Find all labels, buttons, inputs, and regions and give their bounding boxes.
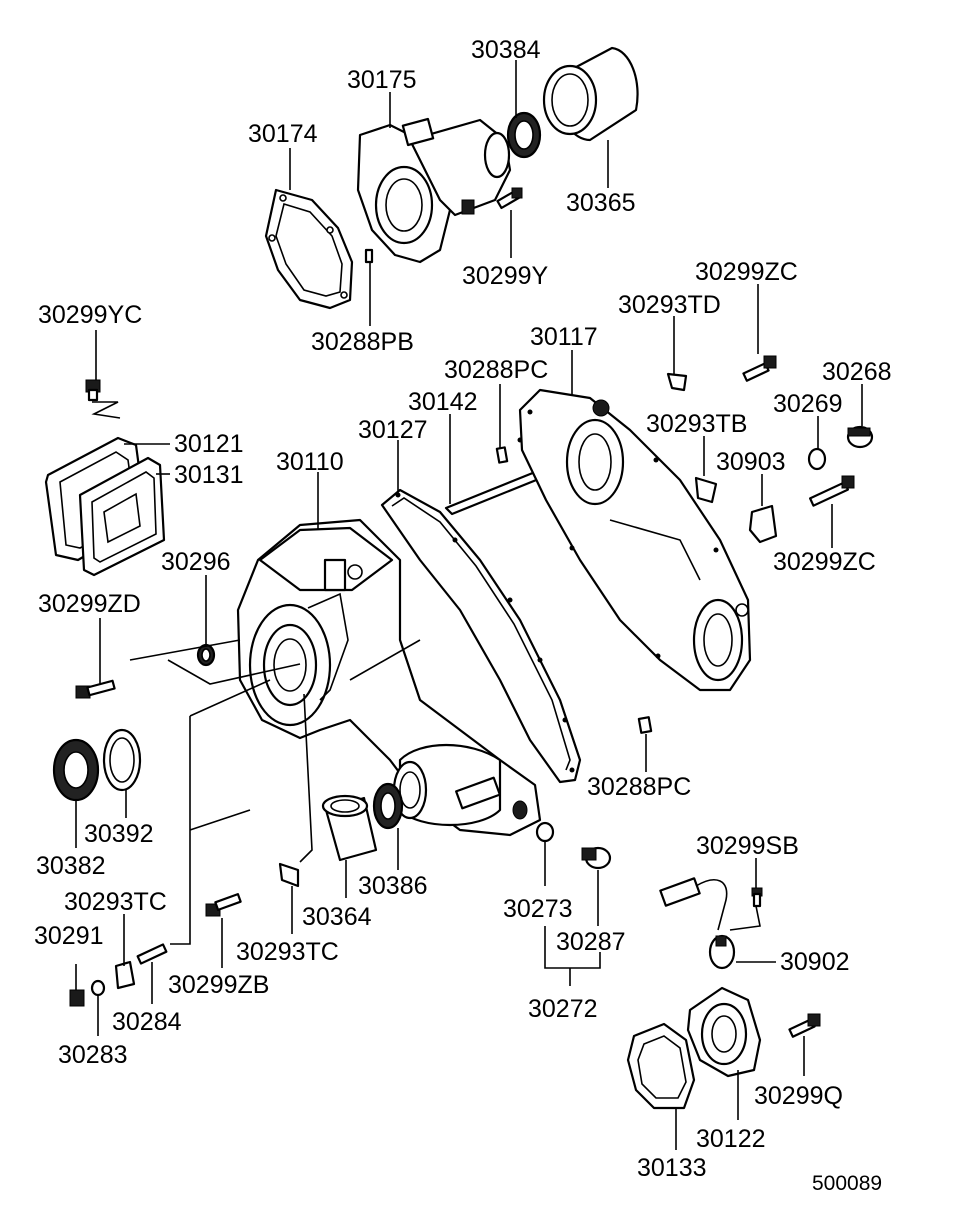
rear-case-30117: [517, 388, 752, 692]
label-30392: 30392: [84, 820, 154, 848]
label-30293TB: 30293TB: [646, 410, 747, 438]
label-30272: 30272: [528, 995, 598, 1023]
label-30299YC: 30299YC: [38, 301, 142, 329]
drawing-number: 500089: [812, 1172, 882, 1195]
gasket-30174: [264, 188, 354, 310]
sensor-30902: [659, 877, 736, 970]
bracket-30293TC-center: [278, 862, 300, 888]
label-30299ZB: 30299ZB: [168, 971, 269, 999]
boot-30365: [542, 46, 639, 142]
gasket-30131: [78, 456, 166, 577]
label-30291: 30291: [34, 922, 104, 950]
label-30299ZC-top: 30299ZC: [695, 258, 798, 286]
bracket-30293TB: [694, 476, 718, 504]
sleeve-30364: [321, 794, 378, 862]
label-30299Q: 30299Q: [754, 1082, 843, 1110]
transfer-case-30110: [236, 518, 542, 837]
label-30127: 30127: [358, 416, 428, 444]
gasket-30133: [626, 1022, 696, 1110]
label-30365: 30365: [566, 189, 636, 217]
label-30299SB: 30299SB: [696, 832, 799, 860]
label-30902: 30902: [780, 948, 850, 976]
cover-30122: [686, 986, 762, 1078]
bolt-30299Q: [788, 1013, 821, 1038]
label-30142: 30142: [408, 388, 478, 416]
bracket-30293TC-left: [114, 960, 136, 990]
label-30133: 30133: [637, 1154, 707, 1182]
label-30293TD: 30293TD: [618, 291, 721, 319]
label-30288PC-top: 30288PC: [444, 356, 548, 384]
label-30299ZC-bottom: 30299ZC: [773, 548, 876, 576]
extension-housing-30175: [356, 117, 512, 264]
bracket-30293TD: [666, 372, 688, 392]
shim-30392: [102, 728, 142, 792]
plug-30287: [581, 846, 612, 870]
seal-30386: [372, 782, 404, 830]
label-30384: 30384: [471, 36, 541, 64]
bolt-30299SB: [751, 887, 763, 908]
label-30296: 30296: [161, 548, 231, 576]
label-30269: 30269: [773, 390, 843, 418]
bolt-30299ZC-top: [742, 355, 777, 382]
label-30175: 30175: [347, 66, 417, 94]
label-30293TC-center: 30293TC: [236, 938, 339, 966]
pin-30288PB: [364, 248, 374, 264]
stud-30284: [136, 943, 168, 965]
leader-lines: [75, 60, 863, 1150]
oring-30273: [535, 821, 555, 843]
label-30174: 30174: [248, 120, 318, 148]
seal-30384: [506, 111, 542, 159]
label-30131: 30131: [174, 461, 244, 489]
plug-30268: [846, 425, 874, 449]
label-30364: 30364: [302, 903, 372, 931]
label-30386: 30386: [358, 872, 428, 900]
label-30110: 30110: [276, 448, 344, 476]
label-30299ZD: 30299ZD: [38, 590, 141, 618]
label-30288PC-bottom: 30288PC: [587, 773, 691, 801]
bolt-30299YC: [85, 379, 101, 402]
label-30299Y: 30299Y: [462, 262, 549, 290]
washer-30269: [807, 447, 827, 471]
part-labels: 30384 30175 30174 30365 30299Y 30288PB 3…: [34, 36, 892, 1195]
pin-30288PC-top: [495, 446, 509, 464]
label-30117: 30117: [530, 323, 598, 351]
label-30284: 30284: [112, 1008, 182, 1036]
bolt-30299Y: [496, 187, 523, 210]
bolt-30299ZB: [205, 893, 242, 917]
label-30268: 30268: [822, 358, 892, 386]
label-30273: 30273: [503, 895, 573, 923]
washer-30283: [90, 979, 106, 997]
pin-30288PC-bottom: [637, 716, 653, 734]
label-30287: 30287: [556, 928, 626, 956]
label-30283: 30283: [58, 1041, 128, 1069]
label-30288PB: 30288PB: [311, 328, 414, 356]
label-30382: 30382: [36, 852, 106, 880]
label-30903: 30903: [716, 448, 786, 476]
bolt-30299ZC-bottom: [808, 475, 855, 507]
label-30122: 30122: [696, 1125, 766, 1153]
label-30121: 30121: [174, 430, 244, 458]
bolt-30299ZD: [75, 679, 116, 699]
bracket-30903: [748, 504, 778, 544]
seal-30382: [52, 738, 100, 802]
label-30293TC-left: 30293TC: [64, 888, 167, 916]
gasket-30127: [380, 488, 582, 784]
nut-30291: [69, 989, 85, 1007]
